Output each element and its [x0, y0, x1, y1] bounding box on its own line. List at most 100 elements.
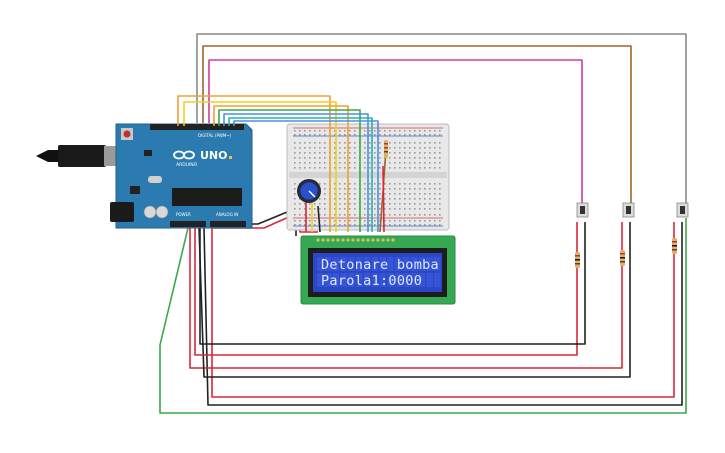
breadboard-hole	[314, 130, 316, 132]
lcd-cell	[317, 257, 324, 271]
breadboard-hole	[334, 147, 336, 149]
breadboard-hole	[414, 208, 416, 210]
resistor-2[interactable]	[620, 250, 625, 266]
breadboard-hole	[344, 147, 346, 149]
resistor-breadboard[interactable]	[384, 140, 388, 158]
breadboard-hole	[379, 208, 381, 210]
wire-black-loop-outer[interactable]	[203, 222, 683, 406]
lcd-cell	[395, 257, 402, 271]
wire-red-bb2[interactable]	[382, 165, 385, 233]
breadboard-hole	[429, 193, 431, 195]
breadboard-hole	[439, 134, 441, 136]
breadboard-hole	[304, 167, 306, 169]
wire-red-loop-mid[interactable]	[189, 222, 623, 369]
pushbutton-3[interactable]	[676, 202, 689, 218]
wire-black-loop-inner[interactable]	[199, 222, 586, 345]
wire-brown-top[interactable]	[202, 45, 632, 205]
breadboard-hole	[369, 198, 371, 200]
breadboard-hole	[424, 183, 426, 185]
breadboard-hole	[424, 162, 426, 164]
wire-orange-1[interactable]	[177, 95, 331, 232]
breadboard-hole	[394, 142, 396, 144]
breadboard-hole	[419, 142, 421, 144]
breadboard-hole	[409, 188, 411, 190]
resistor-3[interactable]	[672, 238, 677, 254]
wire-black-bb[interactable]	[317, 205, 321, 233]
breadboard-hole	[399, 224, 401, 226]
wire-red-loop-outer[interactable]	[211, 222, 675, 398]
arduino-uno: UNO ARDUINO DIGITAL (PWM~) POWER ANALOG …	[36, 123, 253, 229]
wire-red-loop-inner[interactable]	[194, 222, 578, 356]
lcd-cell	[387, 273, 394, 287]
breadboard-hole	[379, 188, 381, 190]
breadboard-hole	[374, 203, 376, 205]
breadboard-hole	[389, 183, 391, 185]
breadboard-hole	[344, 220, 346, 222]
breadboard-hole	[394, 224, 396, 226]
potentiometer[interactable]	[297, 179, 321, 203]
breadboard-hole	[334, 142, 336, 144]
breadboard-hole	[434, 147, 436, 149]
breadboard-hole	[434, 157, 436, 159]
breadboard-hole	[404, 188, 406, 190]
breadboard-hole	[424, 157, 426, 159]
wire-black-loop-mid[interactable]	[198, 222, 631, 378]
pushbutton-1[interactable]	[576, 202, 589, 218]
breadboard-hole	[369, 220, 371, 222]
breadboard-hole	[419, 188, 421, 190]
breadboard-hole	[304, 142, 306, 144]
wire-blue-1[interactable]	[223, 113, 369, 232]
breadboard-hole	[324, 203, 326, 205]
lcd-cell	[340, 257, 347, 271]
breadboard-hole	[344, 193, 346, 195]
breadboard-hole	[314, 220, 316, 222]
breadboard-hole	[414, 142, 416, 144]
wire-teal-1[interactable]	[228, 117, 373, 232]
breadboard-hole	[344, 134, 346, 136]
wire-blue-2[interactable]	[233, 120, 379, 232]
breadboard-hole	[314, 134, 316, 136]
breadboard-hole	[294, 193, 296, 195]
wire-orange-2[interactable]	[213, 105, 349, 232]
breadboard-hole	[379, 167, 381, 169]
breadboard-hole	[419, 167, 421, 169]
breadboard-hole	[344, 142, 346, 144]
lcd-pin	[336, 238, 340, 242]
lcd-pin	[331, 238, 335, 242]
lcd-cell	[332, 257, 340, 271]
breadboard-hole	[299, 198, 301, 200]
lcd-pin	[376, 238, 380, 242]
breadboard-hole	[389, 134, 391, 136]
breadboard-hole	[384, 198, 386, 200]
breadboard-hole	[349, 134, 351, 136]
wire-gray-top[interactable]	[196, 33, 687, 205]
wire-magenta-top[interactable]	[208, 59, 583, 205]
breadboard-hole	[374, 193, 376, 195]
breadboard-hole	[314, 162, 316, 164]
breadboard-hole	[384, 203, 386, 205]
breadboard-hole	[434, 193, 436, 195]
wire-yellow-1[interactable]	[183, 101, 337, 232]
lcd-cell	[410, 257, 418, 271]
breadboard-hole	[324, 134, 326, 136]
breadboard-hole	[364, 214, 366, 216]
breadboard-hole	[339, 188, 341, 190]
breadboard-hole	[354, 157, 356, 159]
breadboard-hole	[319, 162, 321, 164]
breadboard-hole	[434, 198, 436, 200]
wire-green-loop[interactable]	[159, 218, 687, 414]
resistor-1[interactable]	[575, 252, 580, 268]
breadboard-hole	[414, 198, 416, 200]
breadboard-hole	[429, 167, 431, 169]
breadboard-hole	[409, 162, 411, 164]
lcd-cell	[395, 273, 402, 287]
breadboard-hole	[294, 208, 296, 210]
breadboard-hole	[334, 162, 336, 164]
breadboard-hole	[399, 183, 401, 185]
pushbutton-2[interactable]	[622, 202, 635, 218]
lcd-cell	[348, 273, 355, 287]
breadboard-hole	[439, 142, 441, 144]
breadboard-hole	[414, 220, 416, 222]
wire-green-d[interactable]	[218, 109, 361, 232]
breadboard-hole	[349, 147, 351, 149]
